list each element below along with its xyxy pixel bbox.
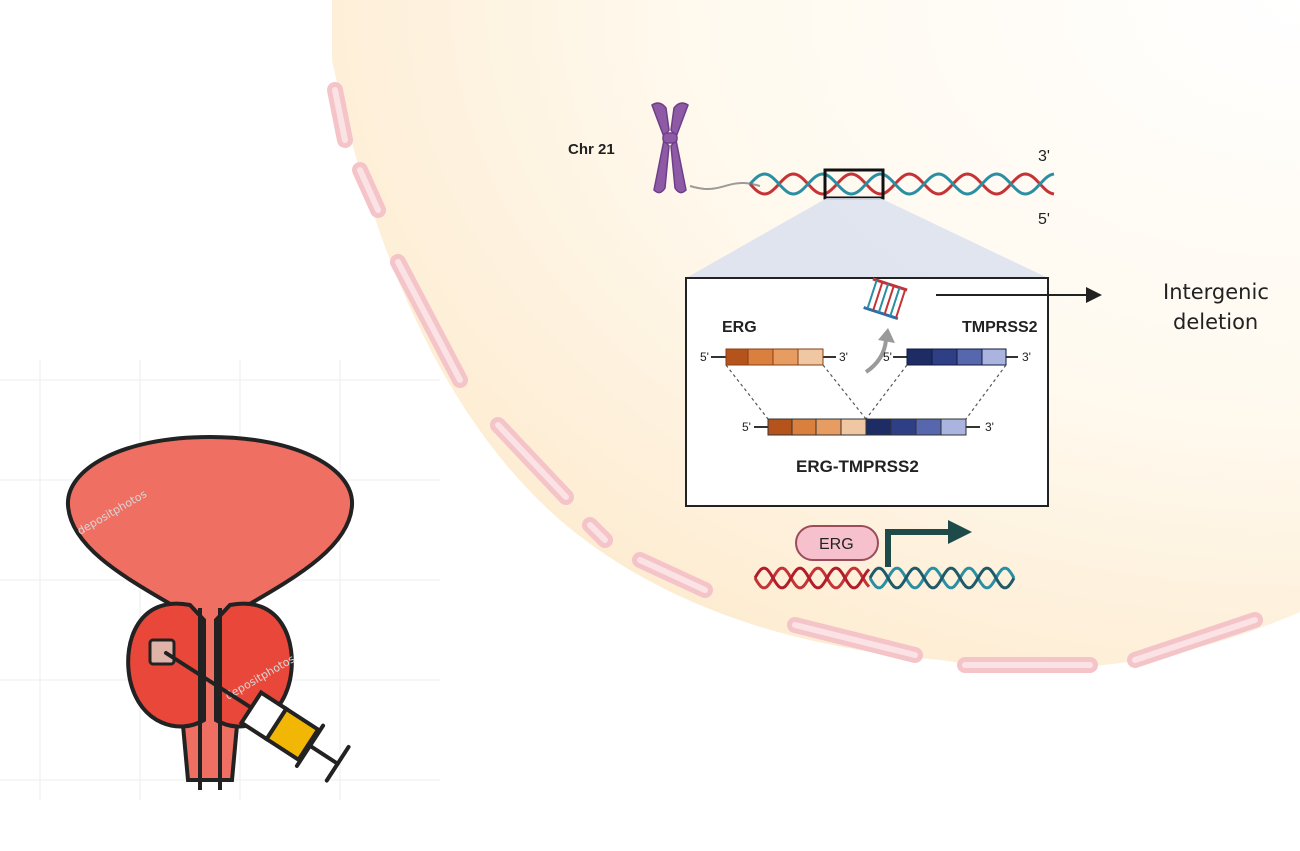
prostate-illustration: depositphotos depositphotos: [0, 360, 440, 800]
bladder-shape: [65, 434, 355, 782]
transcription-arrow: [885, 529, 950, 567]
erg-prime5: 5': [700, 350, 709, 364]
callout-line-1: Intergenic: [1163, 280, 1269, 304]
deleted-fragment-icon: [863, 277, 908, 321]
tmprss2-gene-exons: [906, 348, 1007, 366]
target-dna-helix: [753, 566, 1016, 590]
tmprss2-gene-label: TMPRSS2: [962, 319, 1038, 336]
fusion-box: [685, 277, 1049, 507]
callout-line-2: deletion: [1173, 310, 1259, 334]
erg-gene-label: ERG: [722, 319, 757, 336]
target-strand-d: [868, 566, 1016, 590]
zoom-wedge: [686, 198, 1048, 278]
fused-prime5: 5': [742, 420, 751, 434]
chromosome-icon: [651, 102, 689, 194]
helix-strand-a: [748, 172, 1055, 196]
erg-factor-pill: [795, 525, 879, 561]
dna-end-3-label: 3': [1038, 148, 1050, 165]
dna-end-5-label: 5': [1038, 211, 1050, 228]
biopsy-site: [148, 638, 176, 666]
syringe-icon: [164, 651, 351, 783]
excision-arrow: [864, 339, 888, 374]
target-strand-a: [753, 566, 871, 590]
erg-gene-exons: [725, 348, 824, 366]
dna-helix: [689, 172, 1055, 196]
tmprss2-prime3: 3': [1022, 350, 1031, 364]
fused-gene-label: ERG-TMPRSS2: [796, 457, 919, 476]
helix-strand-b: [748, 172, 1055, 196]
target-strand-b: [753, 566, 871, 590]
helix-tail-strand: [689, 182, 761, 190]
callout-label: Intergenic deletion: [1163, 277, 1269, 337]
fusion-mapping-lines: [725, 364, 1007, 420]
tmprss2-prime5: 5': [883, 350, 892, 364]
fused-prime3: 3': [985, 420, 994, 434]
erg-prime3: 3': [839, 350, 848, 364]
chromosome-label: Chr 21: [568, 141, 615, 158]
erg-factor-label: ERG: [819, 536, 854, 553]
fused-gene-exons: [767, 418, 967, 436]
